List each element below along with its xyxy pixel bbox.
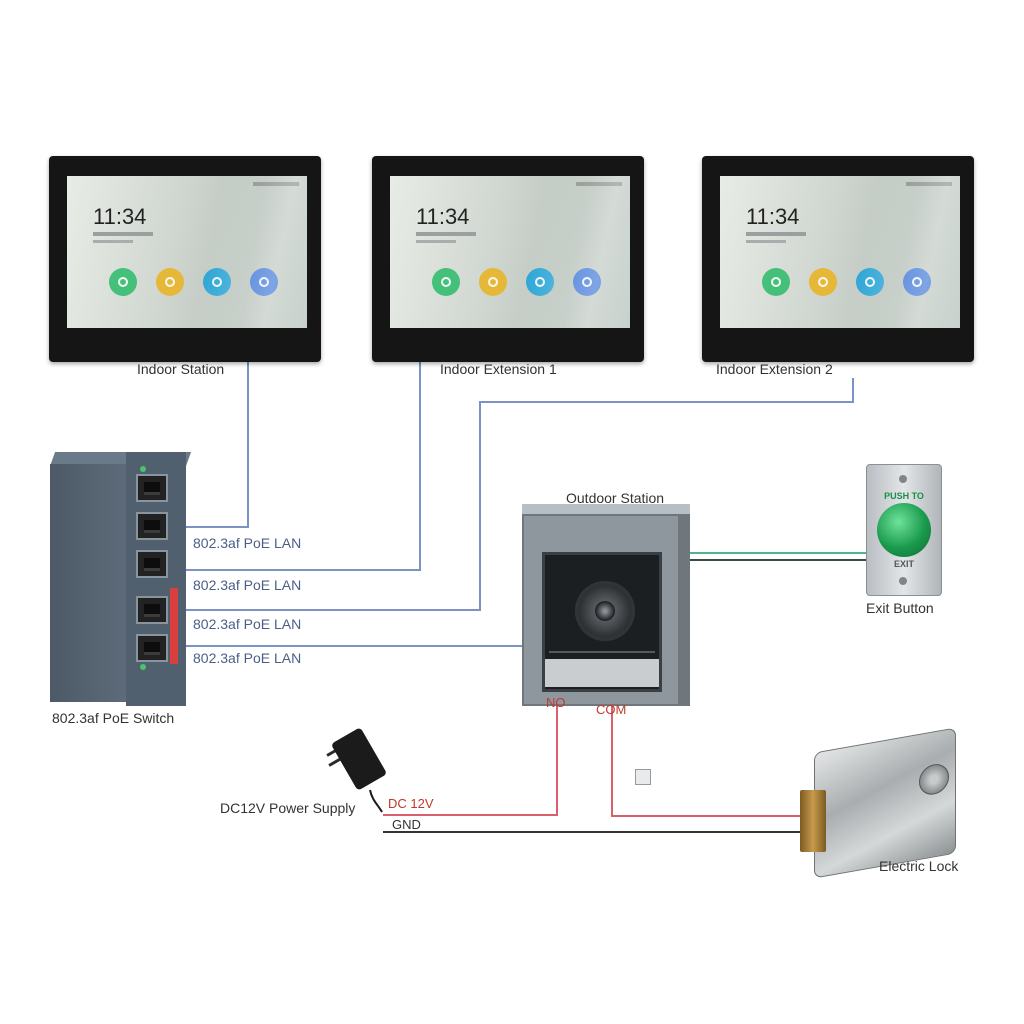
poe-switch	[50, 452, 192, 706]
screw-icon	[899, 577, 907, 585]
exit-face-top-text: PUSH TO	[884, 491, 924, 501]
status-bar	[906, 182, 952, 186]
exit-button-device: PUSH TO EXIT	[866, 464, 942, 596]
outdoor-housing	[522, 514, 680, 785]
screw-icon	[899, 475, 907, 483]
screen-subdate	[416, 240, 456, 243]
switch-port	[136, 512, 168, 540]
app-row	[762, 268, 932, 298]
screen-reflection	[189, 176, 307, 328]
camera-app-icon	[526, 268, 554, 296]
electric-lock-device	[800, 726, 960, 879]
power-supply-label: DC12V Power Supply	[220, 800, 356, 816]
message-app-icon	[479, 268, 507, 296]
switch-port	[136, 550, 168, 578]
settings-app-icon	[573, 268, 601, 296]
screen-reflection	[842, 176, 960, 328]
poe-indicator-strip	[170, 588, 178, 664]
lan-label-1: 802.3af PoE LAN	[193, 535, 302, 551]
settings-app-icon	[250, 268, 278, 296]
no-wire	[383, 706, 558, 816]
electric-lock-label: Electric Lock	[879, 858, 959, 874]
adapter-body	[330, 727, 388, 791]
push-button-icon	[877, 503, 931, 557]
lan-wire-indoor-extension-1	[186, 360, 421, 571]
poe-switch-label: 802.3af PoE Switch	[52, 710, 175, 726]
outdoor-housing-top	[522, 504, 690, 516]
settings-app-icon	[903, 268, 931, 296]
power-adapter-icon	[326, 727, 388, 791]
call-app-icon	[432, 268, 460, 296]
camera-app-icon	[203, 268, 231, 296]
indoor-extension-1-monitor: 11:34	[372, 156, 644, 362]
switch-housing	[50, 464, 126, 702]
lock-cylinder-icon	[919, 761, 949, 798]
lan-label-4: 802.3af PoE LAN	[193, 650, 302, 666]
panel-divider	[549, 651, 655, 653]
outdoor-housing-side	[680, 514, 690, 706]
lock-bolt	[800, 790, 826, 852]
exit-button-label: Exit Button	[866, 600, 934, 616]
indoor-extension-2-screen: 11:34	[720, 176, 960, 328]
lan-wire-indoor-extension-2	[186, 378, 854, 611]
screen-date	[746, 232, 806, 236]
message-app-icon	[156, 268, 184, 296]
exit-face-bottom-text: EXIT	[893, 559, 914, 569]
screen-date	[93, 232, 153, 236]
lan-wire-indoor-station	[186, 360, 249, 528]
indoor-extension-2-label: Indoor Extension 2	[716, 361, 833, 377]
relay-com-label: COM	[596, 702, 627, 717]
lan-label-3: 802.3af PoE LAN	[193, 616, 302, 632]
indoor-extension-2-monitor: 11:34	[702, 156, 974, 362]
indoor-extension-1-screen: 11:34	[390, 176, 630, 328]
screen-clock: 11:34	[93, 204, 147, 229]
outdoor-station	[522, 504, 690, 785]
app-row	[109, 268, 279, 298]
indoor-extension-1-label: Indoor Extension 1	[440, 361, 557, 377]
status-bar	[253, 182, 299, 186]
camera-icon	[575, 581, 635, 641]
indoor-station-monitor: 11:34	[49, 156, 321, 362]
app-row	[432, 268, 602, 298]
com-wire	[611, 706, 804, 817]
screen-subdate	[746, 240, 786, 243]
call-app-icon	[109, 268, 137, 296]
screen-date	[416, 232, 476, 236]
status-led	[140, 466, 146, 472]
call-button	[635, 769, 651, 785]
camera-app-icon	[856, 268, 884, 296]
message-app-icon	[809, 268, 837, 296]
status-led	[140, 664, 146, 670]
switch-port	[136, 634, 168, 662]
indoor-station-label: Indoor Station	[137, 361, 225, 377]
lock-body	[814, 727, 956, 879]
switch-port	[136, 474, 168, 502]
gnd-label: GND	[392, 817, 421, 832]
dc-12v-label: DC 12V	[388, 796, 434, 811]
relay-no-label: NO	[546, 695, 566, 710]
lan-label-2: 802.3af PoE LAN	[193, 577, 302, 593]
indoor-station-screen: 11:34	[67, 176, 307, 328]
outdoor-station-label: Outdoor Station	[566, 490, 665, 506]
name-plate	[545, 659, 659, 785]
call-app-icon	[762, 268, 790, 296]
adapter-cable	[369, 789, 383, 813]
screen-subdate	[93, 240, 133, 243]
screen-reflection	[512, 176, 630, 328]
switch-port-panel	[126, 452, 186, 706]
outdoor-face-panel	[542, 552, 662, 785]
status-bar	[576, 182, 622, 186]
switch-port	[136, 596, 168, 624]
screen-clock: 11:34	[746, 204, 800, 229]
screen-clock: 11:34	[416, 204, 470, 229]
